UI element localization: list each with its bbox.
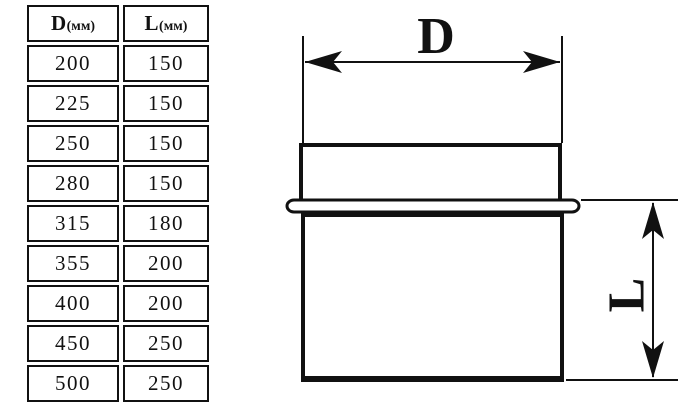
pipe-body-outline bbox=[301, 213, 564, 380]
dimensions-table: D(мм) L(мм) 200 150 225 150 250 150 280 … bbox=[23, 2, 213, 405]
header-cell-d: D(мм) bbox=[27, 5, 119, 42]
table-row: 225 150 bbox=[27, 85, 209, 122]
header-cell-l: L(мм) bbox=[123, 5, 209, 42]
table-row: 250 150 bbox=[27, 125, 209, 162]
cell-l: 200 bbox=[123, 245, 209, 282]
cell-d: 250 bbox=[27, 125, 119, 162]
header-symbol-d: D bbox=[50, 11, 67, 35]
d-arrowhead-left-icon bbox=[305, 51, 342, 73]
l-arrowhead-bottom-icon bbox=[642, 341, 664, 378]
table-row: 500 250 bbox=[27, 365, 209, 402]
table-row: 400 200 bbox=[27, 285, 209, 322]
cell-l: 200 bbox=[123, 285, 209, 322]
l-dimension-label: L bbox=[599, 278, 656, 313]
cell-l: 250 bbox=[123, 365, 209, 402]
table-row: 450 250 bbox=[27, 325, 209, 362]
table-row: 280 150 bbox=[27, 165, 209, 202]
cell-l: 250 bbox=[123, 325, 209, 362]
cell-l: 150 bbox=[123, 165, 209, 202]
cell-d: 450 bbox=[27, 325, 119, 362]
table-header-row: D(мм) L(мм) bbox=[27, 5, 209, 42]
d-dimension-label: D bbox=[417, 8, 455, 65]
table-row: 355 200 bbox=[27, 245, 209, 282]
cell-l: 150 bbox=[123, 85, 209, 122]
cell-l: 150 bbox=[123, 125, 209, 162]
header-unit-d: (мм) bbox=[66, 19, 96, 34]
l-arrowhead-top-icon bbox=[642, 202, 664, 239]
table-row: 315 180 bbox=[27, 205, 209, 242]
cell-d: 200 bbox=[27, 45, 119, 82]
cell-d: 355 bbox=[27, 245, 119, 282]
bead-ring bbox=[285, 198, 581, 214]
table-row: 200 150 bbox=[27, 45, 209, 82]
technical-drawing: D L bbox=[270, 0, 700, 418]
cell-d: 225 bbox=[27, 85, 119, 122]
header-unit-l: (мм) bbox=[159, 19, 188, 34]
cell-d: 500 bbox=[27, 365, 119, 402]
cell-d: 315 bbox=[27, 205, 119, 242]
cell-l: 180 bbox=[123, 205, 209, 242]
cell-l: 150 bbox=[123, 45, 209, 82]
cell-d: 280 bbox=[27, 165, 119, 202]
header-symbol-l: L bbox=[144, 11, 160, 35]
cell-d: 400 bbox=[27, 285, 119, 322]
d-arrowhead-right-icon bbox=[523, 51, 560, 73]
